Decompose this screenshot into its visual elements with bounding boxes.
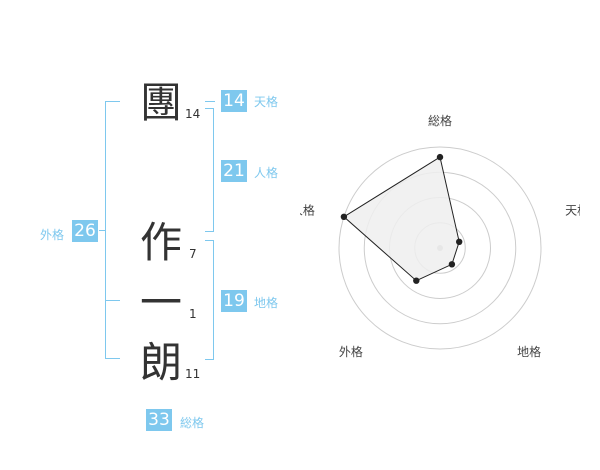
radar-axis-label-1: 総格 bbox=[428, 113, 452, 128]
tenkaku-score: 14 bbox=[221, 90, 247, 112]
chikaku-bracket bbox=[205, 240, 214, 360]
radar-axis-label-2: 天格 bbox=[565, 203, 580, 218]
radar-point-5 bbox=[340, 213, 348, 220]
radar-axis-label-5: 人格 bbox=[300, 203, 315, 218]
gaikaku-connector bbox=[99, 230, 105, 231]
radar-points bbox=[340, 153, 463, 284]
radar-axis-label-4: 外格 bbox=[339, 344, 363, 359]
gaikaku-bracket-bottom bbox=[105, 299, 120, 359]
radar-point-4 bbox=[413, 277, 420, 284]
radar-axis-label-3: 地格 bbox=[517, 344, 541, 359]
chikaku-label: 地格 bbox=[254, 296, 279, 310]
radar-point-2 bbox=[456, 238, 463, 245]
radar-area bbox=[343, 156, 460, 282]
name-char-1: 團 bbox=[139, 78, 182, 127]
gaikaku-bracket-top bbox=[105, 101, 120, 301]
name-char-2: 作 bbox=[139, 218, 182, 267]
stroke-count-1: 14 bbox=[185, 107, 201, 121]
stroke-count-2: 7 bbox=[189, 247, 197, 261]
name-char-3: 一 bbox=[139, 278, 182, 327]
jinkaku-score: 21 bbox=[221, 160, 247, 182]
chikaku-score: 19 bbox=[221, 290, 247, 312]
jinkaku-bracket bbox=[205, 108, 214, 232]
gaikaku-label: 外格 bbox=[40, 228, 65, 242]
radar-labels: 総格天格地格 外格 人格 bbox=[300, 113, 580, 359]
soukaku-score: 33 bbox=[146, 409, 172, 431]
tenkaku-connector bbox=[205, 101, 215, 102]
gaikaku-score: 26 bbox=[72, 220, 98, 242]
radar-ring-4 bbox=[338, 146, 542, 350]
jinkaku-label: 人格 bbox=[254, 166, 279, 180]
stroke-count-4: 11 bbox=[185, 367, 201, 381]
radar-point-1 bbox=[436, 153, 444, 161]
tenkaku-label: 天格 bbox=[254, 95, 279, 109]
radar-chart: 総格天格地格 外格 人格 bbox=[300, 113, 580, 359]
soukaku-label: 総格 bbox=[180, 416, 205, 430]
radar-point-3 bbox=[448, 261, 456, 268]
name-char-4: 朗 bbox=[139, 338, 182, 387]
stroke-count-3: 1 bbox=[189, 307, 197, 321]
